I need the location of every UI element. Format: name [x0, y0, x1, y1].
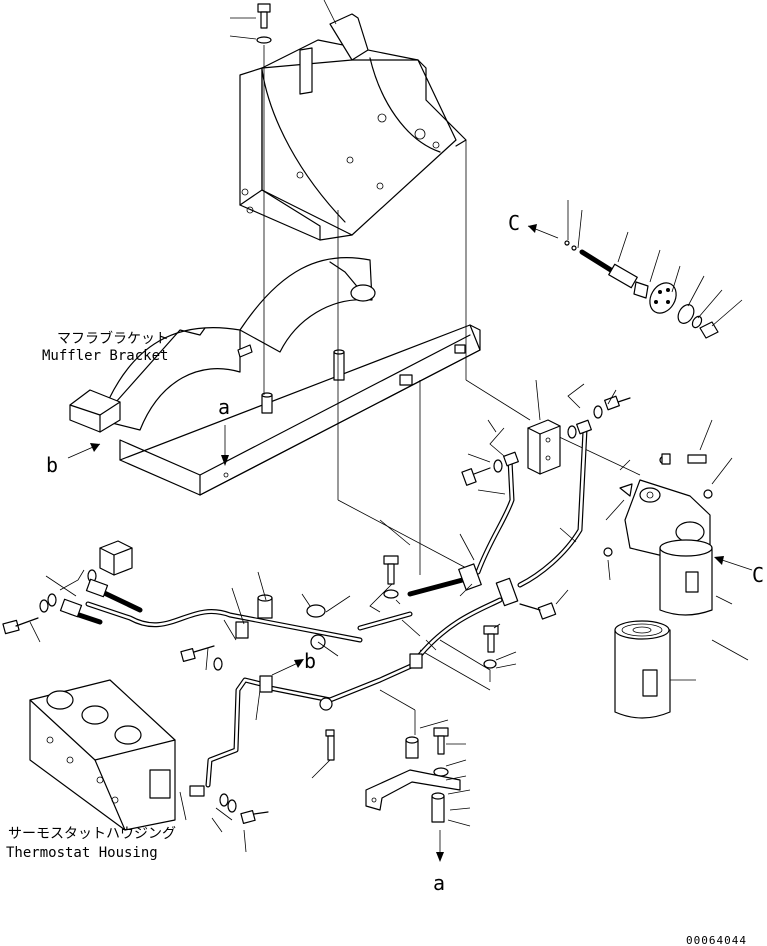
bolt-top	[230, 3, 271, 29]
hose-clamps	[235, 563, 519, 711]
filter-cartridge	[614, 620, 671, 719]
bolts	[2, 395, 671, 824]
fittings	[59, 419, 592, 797]
sensor-assembly	[564, 240, 719, 339]
muffler-support-bracket	[239, 13, 467, 241]
lower-bracket	[365, 769, 461, 811]
muffler-bracket	[69, 256, 481, 496]
muffler-bracket-label-jp: マフラブラケット	[57, 330, 169, 347]
spacers	[257, 594, 445, 823]
thermostat-housing	[29, 679, 176, 831]
ref-a-bottom: a	[433, 871, 445, 895]
washers	[39, 405, 603, 813]
thermostat-housing-label-en: Thermostat Housing	[6, 845, 158, 861]
ref-b-left: b	[46, 453, 58, 477]
ref-c-right: C	[752, 563, 764, 587]
hoses	[67, 427, 588, 788]
small-block-left	[99, 540, 133, 576]
thermostat-housing-label-jp: サーモスタットハウジング	[8, 826, 176, 842]
drawing-code: 00064044	[686, 934, 747, 946]
filter-cartridge-installed	[659, 539, 713, 616]
reference-arrows	[67, 224, 753, 862]
callout-muffler-bracket: マフラブラケット Muffler Bracket	[42, 330, 169, 364]
ref-a-top: a	[218, 395, 230, 419]
washer-top	[229, 35, 272, 44]
ref-b-middle: b	[304, 649, 316, 673]
ref-c-top: C	[508, 211, 520, 235]
connector-block	[527, 419, 561, 475]
callout-leaders	[29, 0, 749, 853]
muffler-bracket-label-en: Muffler Bracket	[42, 348, 168, 364]
assembly-lines	[263, 45, 641, 735]
callout-thermostat-housing: サーモスタットハウジング Thermostat Housing	[6, 826, 176, 861]
